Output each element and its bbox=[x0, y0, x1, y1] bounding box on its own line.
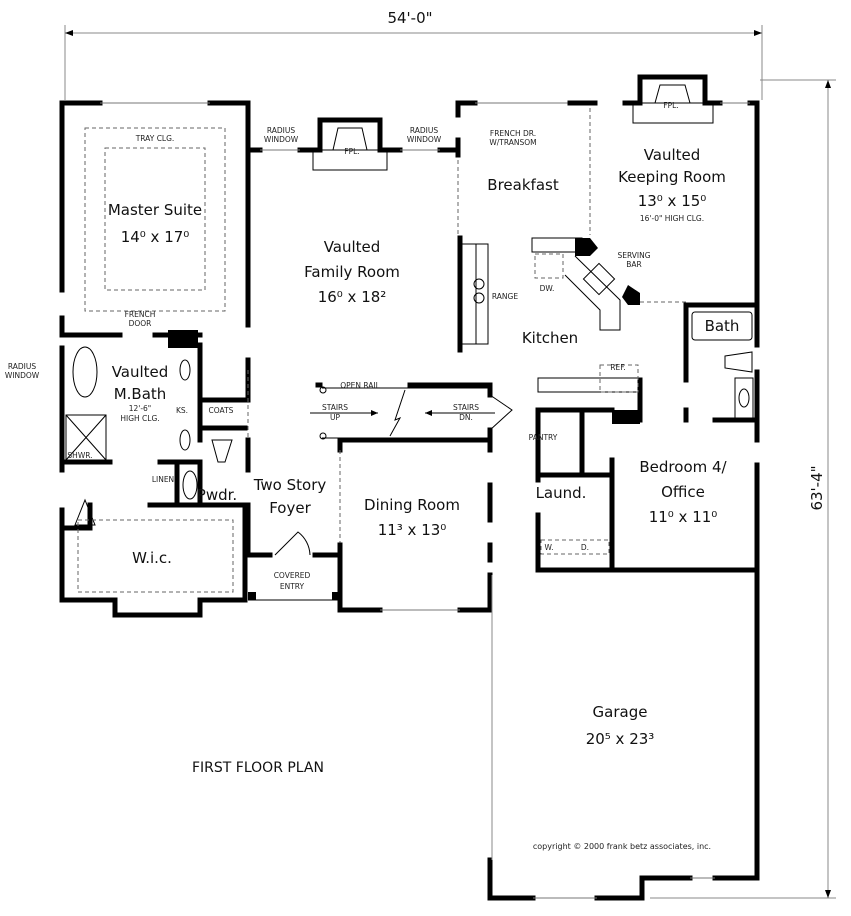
room-garage: Garage 20⁵ x 23³ bbox=[586, 703, 655, 748]
stairs-up-label: UP bbox=[330, 413, 340, 422]
stair-treads bbox=[310, 386, 513, 440]
room-name-line1: Two Story bbox=[253, 476, 327, 494]
room-kitchen: Kitchen bbox=[522, 329, 578, 347]
room-bedroom-4: Bedroom 4/ Office 11⁰ x 11⁰ bbox=[639, 458, 727, 526]
room-size: 11³ x 13⁰ bbox=[378, 521, 447, 539]
coats-closet-label: COATS bbox=[209, 406, 234, 415]
room-dining-room: Dining Room 11³ x 13⁰ bbox=[364, 496, 460, 539]
ks-label: KS. bbox=[176, 406, 188, 415]
room-size: 11⁰ x 11⁰ bbox=[649, 508, 718, 526]
serving-bar-label: BAR bbox=[626, 260, 642, 269]
stairs-down-label: STAIRS bbox=[453, 403, 479, 412]
linen-label: LINEN bbox=[152, 475, 174, 484]
room-name-line2: Family Room bbox=[304, 263, 400, 281]
width-dimension: 54'-0" bbox=[64, 9, 763, 100]
dryer-label: D. bbox=[581, 543, 589, 552]
room-keeping-room: Vaulted Keeping Room 13⁰ x 15⁰ 16'-0" HI… bbox=[618, 146, 726, 223]
depth-dimension: 63'-4" bbox=[650, 79, 836, 899]
french-door-transom-label: W/TRANSOM bbox=[489, 138, 536, 147]
ceiling-note-2: HIGH CLG. bbox=[120, 414, 159, 423]
radius-window-label: WINDOW bbox=[5, 371, 40, 380]
radius-window-label: RADIUS bbox=[8, 362, 37, 371]
tray-ceiling-note: TRAY CLG. bbox=[135, 134, 175, 143]
room-name-line2: Keeping Room bbox=[618, 168, 726, 186]
shower-label: SHWR. bbox=[67, 451, 92, 460]
covered-entry-label: ENTRY bbox=[280, 582, 305, 591]
copyright-notice: copyright © 2000 frank betz associates, … bbox=[533, 842, 711, 851]
room-name-line1: Vaulted bbox=[112, 363, 169, 381]
washer-label: W. bbox=[545, 543, 554, 552]
room-name-line1: Vaulted bbox=[644, 146, 701, 164]
room-family-room: Vaulted Family Room 16⁰ x 18² bbox=[304, 238, 400, 306]
pantry-label: PANTRY bbox=[529, 433, 558, 442]
covered-entry-label: COVERED bbox=[274, 571, 311, 580]
walls bbox=[59, 74, 760, 901]
stairs-down-label: DN. bbox=[459, 413, 473, 422]
room-size: 20⁵ x 23³ bbox=[586, 730, 655, 748]
room-name-line2: M.Bath bbox=[114, 385, 167, 403]
radius-window-label: RADIUS bbox=[267, 126, 296, 135]
stairs-up-label: STAIRS bbox=[322, 403, 348, 412]
range-label: RANGE bbox=[492, 292, 518, 301]
room-size: 13⁰ x 15⁰ bbox=[638, 192, 707, 210]
serving-bar-label: SERVING bbox=[617, 251, 650, 260]
french-door-transom-label: FRENCH DR. bbox=[490, 129, 536, 138]
room-name-line1: Vaulted bbox=[324, 238, 381, 256]
room-name: Garage bbox=[593, 703, 648, 721]
room-size: 14⁰ x 17⁰ bbox=[121, 228, 190, 246]
room-name: Breakfast bbox=[487, 176, 559, 194]
radius-window-label: WINDOW bbox=[407, 135, 442, 144]
depth-label: 63'-4" bbox=[808, 465, 826, 510]
ceiling-note: 16'-0" HIGH CLG. bbox=[640, 214, 704, 223]
room-powder: Pwdr. bbox=[197, 486, 237, 504]
room-foyer: Two Story Foyer bbox=[253, 476, 327, 517]
radius-window-label: RADIUS bbox=[410, 126, 439, 135]
fireplace-label: FPL. bbox=[344, 147, 359, 156]
room-name: Dining Room bbox=[364, 496, 460, 514]
room-wic: W.i.c. bbox=[132, 549, 172, 567]
room-name-line1: Bedroom 4/ bbox=[639, 458, 727, 476]
room-master-suite: TRAY CLG. Master Suite 14⁰ x 17⁰ bbox=[108, 134, 202, 246]
room-laundry: Laund. bbox=[536, 484, 587, 502]
room-name-line2: Foyer bbox=[269, 499, 311, 517]
room-size: 16⁰ x 18² bbox=[318, 288, 387, 306]
annotations: RADIUS WINDOW RADIUS WINDOW RADIUS WINDO… bbox=[5, 101, 679, 591]
width-label: 54'-0" bbox=[387, 9, 432, 27]
plan-title: FIRST FLOOR PLAN bbox=[192, 760, 324, 776]
dishwasher-label: DW. bbox=[540, 284, 555, 293]
radius-window-label: WINDOW bbox=[264, 135, 299, 144]
room-bath: Bath bbox=[705, 317, 740, 335]
room-name: Master Suite bbox=[108, 201, 202, 219]
open-rail-label: OPEN RAIL bbox=[340, 381, 380, 390]
room-breakfast: Breakfast bbox=[487, 176, 559, 194]
french-door-label: FRENCH bbox=[125, 310, 156, 319]
room-master-bath: Vaulted M.Bath 12'-6" HIGH CLG. bbox=[112, 363, 169, 423]
fireplace-label: FPL. bbox=[663, 101, 678, 110]
room-name-line2: Office bbox=[661, 483, 705, 501]
french-door-label: DOOR bbox=[129, 319, 152, 328]
ceiling-note-1: 12'-6" bbox=[129, 404, 152, 413]
refrigerator-label: REF. bbox=[610, 363, 625, 372]
